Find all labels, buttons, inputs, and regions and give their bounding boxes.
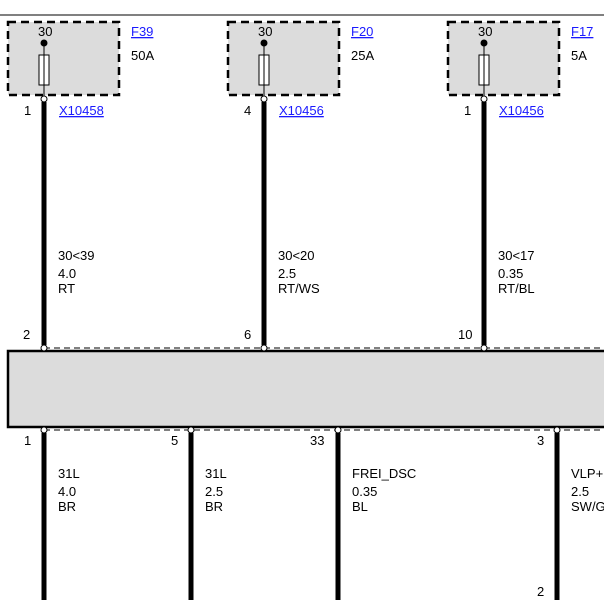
connector-link[interactable]: X10456 [279,103,324,118]
output-wire-color: BR [58,499,76,514]
fuse-box [446,20,561,97]
wire-color: RT/BL [498,281,535,296]
output-wire-size: 2.5 [205,484,223,499]
fuse-pin-dot [260,95,268,103]
wire-circuit: 30<20 [278,248,315,263]
output-wire-color: SW/G [571,499,604,514]
connector-link[interactable]: X10458 [59,103,104,118]
fuse-f17: 30 F17 5A 1 X10456 30<17 0.35 RT/BL 10 [446,20,593,345]
output-end-pin-number: 2 [537,584,544,599]
output-pin-number: 33 [310,433,324,448]
fuse-pin-number: 1 [464,103,471,118]
wire-color: RT [58,281,75,296]
module-pin-dot [40,344,48,352]
output-wire-circuit: FREI_DSC [352,466,416,481]
module-pin-dot [260,344,268,352]
wire-size: 0.35 [498,266,523,281]
output-pin-3: 3 VLP+ 2.5 SW/G 2 [537,426,604,600]
wire-circuit: 30<39 [58,248,95,263]
fuse-f20: 30 F20 25A 4 X10456 30<20 2.5 RT/WS 6 [226,20,374,345]
connector-link[interactable]: X10456 [499,103,544,118]
wire-color: RT/WS [278,281,320,296]
output-pin-dot [334,426,342,434]
output-pin-33: 33 FREI_DSC 0.35 BL [310,426,416,600]
output-pin-number: 3 [537,433,544,448]
fuse-name-link[interactable]: F20 [351,24,373,39]
fuse-box [226,20,341,97]
output-wire-circuit: 31L [58,466,80,481]
fuse-terminal-label: 30 [258,24,272,39]
output-wire-color: BL [352,499,368,514]
fuse-name-link[interactable]: F17 [571,24,593,39]
fuse-terminal-label: 30 [38,24,52,39]
control-module-box [6,349,604,429]
output-wire-circuit: VLP+ [571,466,603,481]
fuse-pin-dot [40,95,48,103]
output-pin-5: 5 31L 2.5 BR [171,426,227,600]
module-pin-number: 2 [23,327,30,342]
module-pin-dot [480,344,488,352]
fuse-rating: 50A [131,48,154,63]
output-pin-number: 5 [171,433,178,448]
fuse-box [6,20,121,97]
output-wire-size: 2.5 [571,484,589,499]
fuse-pin-number: 1 [24,103,31,118]
output-pin-number: 1 [24,433,31,448]
output-wire-size: 4.0 [58,484,76,499]
wire-circuit: 30<17 [498,248,535,263]
fuse-name-link[interactable]: F39 [131,24,153,39]
module-pin-number: 6 [244,327,251,342]
fuse-pin-dot [480,95,488,103]
wire-size: 4.0 [58,266,76,281]
output-pin-dot [187,426,195,434]
fuse-rating: 25A [351,48,374,63]
fuse-pin-number: 4 [244,103,251,118]
output-pin-1: 1 31L 4.0 BR [24,426,80,600]
fuse-f39: 30 F39 50A 1 X10458 30<39 4.0 RT 2 [6,20,154,345]
output-wire-color: BR [205,499,223,514]
output-pin-dot [40,426,48,434]
fuse-terminal-label: 30 [478,24,492,39]
output-pin-dot [553,426,561,434]
output-wire-circuit: 31L [205,466,227,481]
fuse-rating: 5A [571,48,587,63]
wire-size: 2.5 [278,266,296,281]
module-pin-number: 10 [458,327,472,342]
output-wire-size: 0.35 [352,484,377,499]
